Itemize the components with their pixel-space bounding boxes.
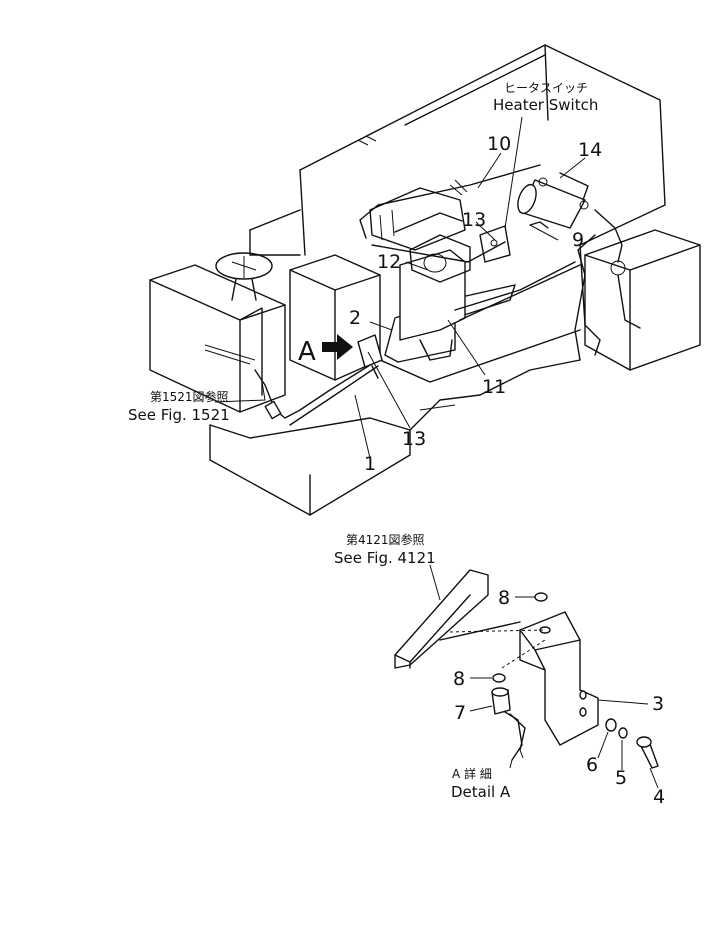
part-number-13-upper: 13 <box>462 209 486 231</box>
arrow-right-icon <box>322 334 353 360</box>
see-fig-4121-label: See Fig. 4121 <box>334 549 436 567</box>
view-a-letter: A <box>298 337 316 367</box>
part-number-6: 6 <box>586 754 598 776</box>
part-number-9: 9 <box>572 229 584 251</box>
see-fig-1521-label-jp: 第1521図参照 <box>150 389 229 404</box>
see-fig-1521-label: See Fig. 1521 <box>128 406 230 424</box>
part-number-4: 4 <box>653 786 665 808</box>
part-number-14: 14 <box>578 139 602 161</box>
part-number-5: 5 <box>615 767 627 789</box>
detail-a-assembly <box>394 564 659 789</box>
part-number-8-upper: 8 <box>498 587 510 609</box>
part-number-10: 10 <box>487 133 511 155</box>
part-number-3: 3 <box>652 693 664 715</box>
heater-switch-label-jp: ヒータスイッチ <box>504 81 588 95</box>
part-number-11: 11 <box>482 376 506 398</box>
main-leaders <box>214 116 586 459</box>
see-fig-4121-label-jp: 第4121図参照 <box>346 532 425 547</box>
part-number-2: 2 <box>349 307 361 329</box>
detail-a-label-jp: A 詳 細 <box>452 766 492 781</box>
part-number-7: 7 <box>454 702 466 724</box>
part-number-12: 12 <box>377 251 401 273</box>
heater-assembly <box>254 164 623 426</box>
part-number-8-lower: 8 <box>453 668 465 690</box>
part-number-13-lower: 13 <box>402 428 426 450</box>
view-a-arrow: A <box>298 334 353 367</box>
detail-a-label: Detail A <box>451 783 511 801</box>
heater-switch-label: Heater Switch <box>493 96 598 114</box>
part-number-1: 1 <box>364 453 376 475</box>
